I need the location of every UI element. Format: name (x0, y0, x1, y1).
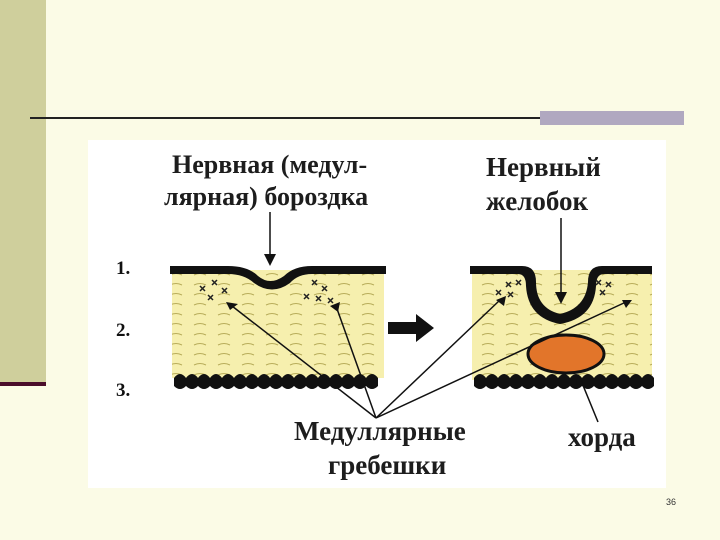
neural-crests-label-line2: гребешки (328, 452, 446, 479)
neural-gutter-label-line1: Нервный (486, 154, 601, 181)
layer-number-2: 2. (116, 320, 130, 342)
layer-number-3: 3. (116, 380, 130, 402)
page-number: 36 (666, 497, 676, 507)
transition-arrow (388, 314, 434, 342)
right-endoderm-layer (474, 374, 654, 389)
notochord-label: хорда (568, 424, 636, 451)
neural-crests-label-line1: Медуллярные (294, 418, 466, 445)
neural-gutter-label-line2: желобок (486, 188, 588, 215)
left-endoderm-layer (174, 374, 378, 389)
notochord (528, 335, 604, 373)
layer-number-1: 1. (116, 258, 130, 280)
neural-groove-label-line2: лярная) бороздка (164, 183, 368, 210)
neural-groove-label-line1: Нервная (медул- (172, 151, 367, 178)
